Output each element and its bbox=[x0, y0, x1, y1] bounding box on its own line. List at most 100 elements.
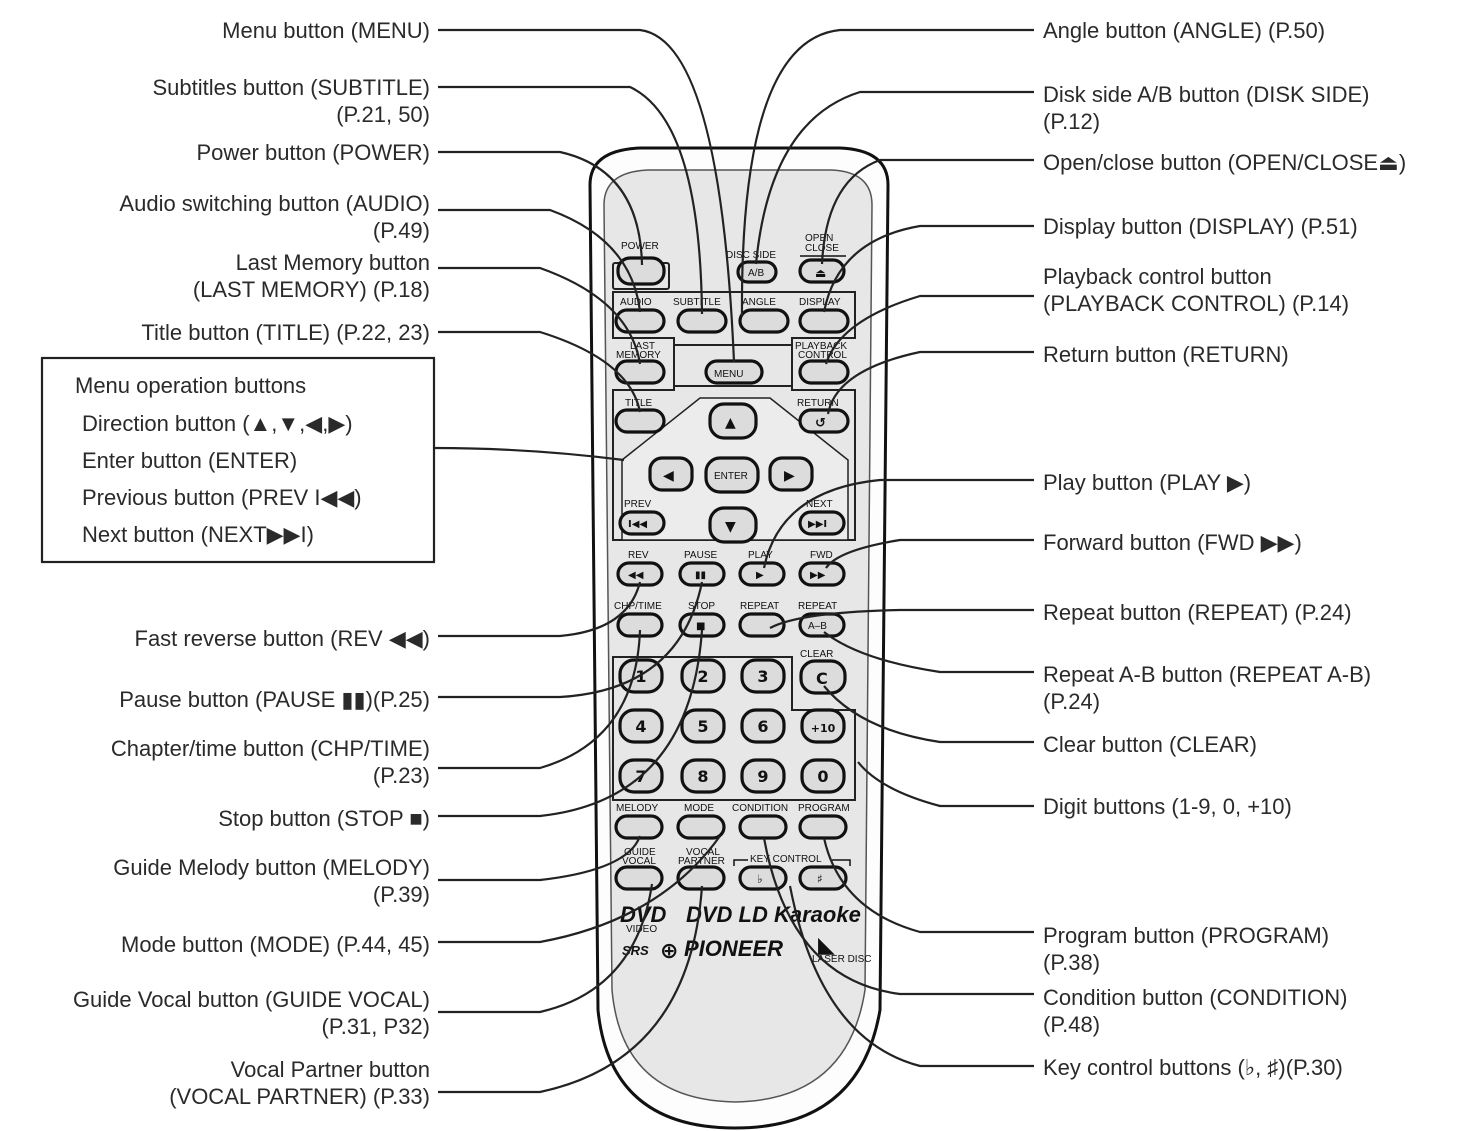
pioneer-logo-icon: ⊕ bbox=[660, 939, 678, 964]
fwd-label: FWD bbox=[810, 550, 833, 561]
leader-menu-box bbox=[433, 446, 625, 462]
condition-label: CONDITION bbox=[732, 803, 788, 814]
digit-button-4[interactable] bbox=[618, 708, 664, 744]
pioneer-logo: PIONEER bbox=[684, 936, 783, 961]
callout-mode-line: Mode button (MODE) (P.44, 45) bbox=[121, 932, 430, 957]
open-label-2: CLOSE bbox=[805, 243, 839, 254]
callout-open-close-line: Open/close button (OPEN/CLOSE⏏) bbox=[1043, 150, 1406, 175]
pbc-label-1: PLAYBACK bbox=[795, 341, 847, 352]
callout-melody-line: (P.39) bbox=[373, 882, 430, 907]
melody-button[interactable] bbox=[614, 814, 664, 840]
callout-condition-line: Condition button (CONDITION) bbox=[1043, 985, 1347, 1010]
right-arrow-icon: ▶ bbox=[784, 468, 795, 484]
digit-group-outline bbox=[612, 656, 856, 801]
digit-button-6[interactable] bbox=[740, 708, 786, 744]
prev-label: PREV bbox=[624, 499, 652, 510]
play-icon: ▶ bbox=[756, 570, 764, 581]
digit-button-9[interactable] bbox=[740, 758, 786, 794]
digit-button-5[interactable] bbox=[680, 708, 726, 744]
leader-subtitle bbox=[438, 85, 704, 315]
menu-key-label: MENU bbox=[714, 369, 743, 380]
callout-power: Power button (POWER) bbox=[196, 140, 430, 165]
condition-button[interactable] bbox=[738, 814, 788, 840]
leader-digits bbox=[857, 761, 1034, 808]
digit-button-0[interactable] bbox=[800, 758, 846, 794]
digit-button-8[interactable] bbox=[680, 758, 726, 794]
title-button[interactable] bbox=[614, 408, 666, 434]
right-button[interactable] bbox=[768, 456, 814, 492]
vocal-partner-label-2: PARTNER bbox=[678, 856, 725, 867]
left-arrow-icon: ◀ bbox=[663, 468, 674, 484]
up-button[interactable] bbox=[708, 402, 758, 440]
audio-button[interactable] bbox=[614, 308, 666, 334]
repeat-label: REPEAT bbox=[740, 601, 779, 612]
callout-audio-line: (P.49) bbox=[373, 218, 430, 243]
callout-last-memory-line: Last Memory button bbox=[236, 250, 430, 275]
srs-logo: SRS bbox=[622, 943, 649, 958]
sharp-button[interactable] bbox=[798, 865, 848, 891]
callout-key-control: Key control buttons (♭, ♯)(P.30) bbox=[1043, 1055, 1343, 1080]
clear-key-text: C bbox=[816, 669, 828, 688]
leader-key-control bbox=[788, 885, 1034, 1068]
callout-key-control-line: Key control buttons (♭, ♯)(P.30) bbox=[1043, 1055, 1343, 1080]
callout-display-line: Display button (DISPLAY) (P.51) bbox=[1043, 214, 1358, 239]
callout-rev-line: Fast reverse button (REV ◀◀) bbox=[135, 626, 431, 651]
dvd-video-label: VIDEO bbox=[626, 924, 657, 935]
leader-mode bbox=[438, 835, 721, 944]
vocal-partner-button[interactable] bbox=[676, 865, 726, 891]
program-button[interactable] bbox=[798, 814, 848, 840]
laser-disc-label: LASER DISC bbox=[812, 954, 871, 965]
prev-button[interactable] bbox=[618, 510, 666, 536]
display-button[interactable] bbox=[798, 308, 850, 334]
flat-button[interactable] bbox=[738, 865, 788, 891]
callout-title: Title button (TITLE) (P.22, 23) bbox=[141, 320, 430, 345]
callout-repeat-ab: Repeat A-B button (REPEAT A-B)(P.24) bbox=[1043, 662, 1371, 714]
down-button[interactable] bbox=[708, 506, 758, 544]
repeat-button[interactable] bbox=[738, 612, 786, 638]
callout-play: Play button (PLAY ▶) bbox=[1043, 470, 1251, 495]
callout-disk-side: Disk side A/B button (DISK SIDE)(P.12) bbox=[1043, 82, 1369, 134]
digit-key-label: 6 bbox=[757, 717, 768, 736]
laser-disc-logo-icon: ◣ bbox=[818, 933, 835, 958]
guide-vocal-label-2: VOCAL bbox=[622, 856, 656, 867]
leader-melody bbox=[438, 835, 642, 882]
next-icon: ▶▶I bbox=[808, 519, 827, 530]
mode-button[interactable] bbox=[676, 814, 726, 840]
return-icon: ↺ bbox=[815, 416, 826, 431]
guide-vocal-button[interactable] bbox=[614, 865, 664, 891]
digit-button-3[interactable] bbox=[740, 658, 786, 694]
digit-button-2[interactable] bbox=[680, 658, 726, 694]
karaoke-logo: DVD LD Karaoke bbox=[686, 902, 861, 927]
next-button[interactable] bbox=[798, 510, 846, 536]
menu-box-items: Direction button (▲,▼,◀,▶)Enter button (… bbox=[82, 411, 362, 547]
enter-button[interactable] bbox=[704, 456, 760, 494]
leader-return bbox=[826, 350, 1034, 415]
return-button[interactable] bbox=[798, 408, 850, 434]
ab-key-label: A/B bbox=[748, 268, 764, 279]
callout-pause: Pause button (PAUSE ▮▮)(P.25) bbox=[119, 687, 430, 712]
callout-guide-vocal-line: Guide Vocal button (GUIDE VOCAL) bbox=[73, 987, 430, 1012]
callout-condition: Condition button (CONDITION)(P.48) bbox=[1043, 985, 1347, 1037]
callout-last-memory-line: (LAST MEMORY) (P.18) bbox=[193, 277, 430, 302]
digit-key-label: 1 bbox=[635, 667, 646, 686]
leader-open-close bbox=[820, 158, 1034, 265]
angle-button[interactable] bbox=[738, 308, 790, 334]
callout-guide-vocal-line: (P.31, P32) bbox=[322, 1014, 430, 1039]
digit-button-+10[interactable] bbox=[800, 708, 846, 744]
playback-control-button[interactable] bbox=[798, 359, 850, 385]
clear-button[interactable] bbox=[799, 659, 847, 695]
callout-fwd: Forward button (FWD ▶▶) bbox=[1043, 530, 1302, 555]
leader-repeat-ab bbox=[823, 631, 1034, 674]
callout-power-line: Power button (POWER) bbox=[196, 140, 430, 165]
play-button[interactable] bbox=[738, 561, 786, 587]
leader-vocal-partner bbox=[438, 885, 704, 1094]
leader-angle bbox=[740, 28, 1034, 317]
callout-return: Return button (RETURN) bbox=[1043, 342, 1289, 367]
callout-menu: Menu button (MENU) bbox=[222, 18, 430, 43]
callout-guide-vocal: Guide Vocal button (GUIDE VOCAL)(P.31, P… bbox=[73, 987, 430, 1039]
leader-program bbox=[822, 837, 1034, 934]
fwd-button[interactable] bbox=[798, 561, 846, 587]
rev-label: REV bbox=[628, 550, 649, 561]
left-button[interactable] bbox=[648, 456, 694, 492]
